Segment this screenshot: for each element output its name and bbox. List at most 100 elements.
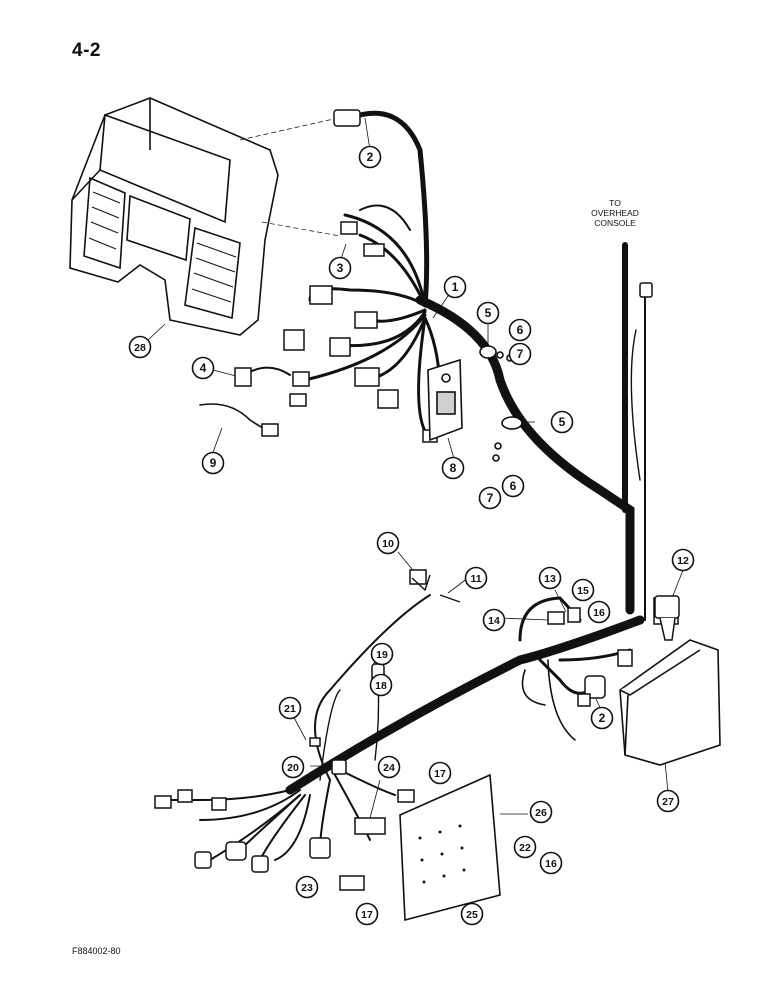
callout-28: 28 (128, 335, 152, 359)
callout-circle (460, 902, 484, 926)
callout-circle (428, 761, 452, 785)
callout-number: 13 (544, 573, 556, 585)
callout-number: 16 (593, 607, 605, 619)
mounting-panel (399, 773, 501, 922)
callout-16: 16 (587, 600, 611, 624)
callout-number: 10 (382, 538, 394, 550)
control-module (619, 639, 721, 766)
callout-number: 4 (200, 361, 207, 375)
callout-circle (571, 578, 595, 602)
callout-number: 24 (383, 762, 395, 774)
callout-16: 16 (539, 851, 563, 875)
callout-circle (538, 566, 562, 590)
callout-circle (377, 755, 401, 779)
callout-circle (508, 318, 532, 342)
upper-harness (199, 110, 646, 621)
callout-circle (529, 800, 553, 824)
callout-23: 23 (295, 875, 319, 899)
callout-circle (328, 256, 352, 280)
callout-number: 6 (517, 323, 524, 337)
callout-number: 12 (677, 555, 689, 567)
callout-24: 24 (377, 755, 401, 779)
callout-circle (278, 696, 302, 720)
callout-number: 27 (662, 796, 674, 808)
lower-components (154, 569, 633, 891)
callout-11: 11 (464, 566, 488, 590)
leader-lines (239, 117, 341, 237)
lower-harness (159, 594, 645, 861)
callout-number: 17 (434, 768, 446, 780)
callout-7: 7 (478, 486, 502, 510)
page-number: 4-2 (72, 40, 101, 61)
callout-number: 14 (488, 615, 500, 627)
callout-circle (281, 755, 305, 779)
callout-number: 5 (485, 306, 492, 320)
callout-circle (376, 531, 400, 555)
callout-6: 6 (508, 318, 532, 342)
callout-number: 15 (577, 585, 589, 597)
callout-5: 5 (550, 410, 574, 434)
callout-circle (441, 456, 465, 480)
callout-10: 10 (376, 531, 400, 555)
callout-circle (464, 566, 488, 590)
callout-22: 22 (513, 835, 537, 859)
callout-number: 28 (134, 342, 146, 354)
callout-9: 9 (201, 451, 225, 475)
callout-number: 6 (510, 479, 517, 493)
callout-number: 2 (367, 150, 374, 164)
callout-circle (501, 474, 525, 498)
callout-12: 12 (671, 548, 695, 572)
callout-circle (201, 451, 225, 475)
callout-circle (508, 342, 532, 366)
clamps-hardware (479, 345, 523, 462)
callout-circle (358, 145, 382, 169)
callout-number: 11 (470, 573, 481, 585)
callout-number: 25 (466, 909, 478, 921)
callout-4: 4 (191, 356, 215, 380)
callout-number: 19 (376, 649, 388, 661)
sensor-assembly (654, 595, 680, 641)
callout-number: 21 (284, 703, 296, 715)
callout-27: 27 (656, 789, 680, 813)
callout-number: 7 (487, 491, 494, 505)
callout-circle (476, 301, 500, 325)
callout-circle (191, 356, 215, 380)
callout-20: 20 (281, 755, 305, 779)
callout-circle (513, 835, 537, 859)
callout-6: 6 (501, 474, 525, 498)
callout-3: 3 (328, 256, 352, 280)
callout-number: 17 (361, 909, 373, 921)
callout-17: 17 (428, 761, 452, 785)
callout-circle (482, 608, 506, 632)
callout-17: 17 (355, 902, 379, 926)
callout-14: 14 (482, 608, 506, 632)
callout-19: 19 (370, 642, 394, 666)
callout-26: 26 (529, 800, 553, 824)
callout-21: 21 (278, 696, 302, 720)
callout-number: 2 (599, 711, 606, 725)
switch-and-lead (411, 574, 461, 603)
callout-number: 7 (517, 347, 524, 361)
callout-circle (539, 851, 563, 875)
callout-number: 16 (545, 858, 557, 870)
callout-13: 13 (538, 566, 562, 590)
callout-circle (478, 486, 502, 510)
note-line-overhead: OVERHEAD (591, 208, 639, 218)
callout-circle (128, 335, 152, 359)
callout-number: 18 (375, 680, 387, 692)
note-line-to: TO (609, 198, 621, 208)
callout-15: 15 (571, 578, 595, 602)
figure-code: F884002-80 (72, 946, 121, 956)
callout-number: 26 (535, 807, 547, 819)
callout-circle (590, 706, 614, 730)
instrument-panel-housing (69, 97, 279, 336)
callout-2: 2 (590, 706, 614, 730)
callout-number: 23 (301, 882, 313, 894)
callout-circle (656, 789, 680, 813)
callout-circle (355, 902, 379, 926)
note-line-console: CONSOLE (594, 218, 636, 228)
callout-number: 8 (450, 461, 457, 475)
